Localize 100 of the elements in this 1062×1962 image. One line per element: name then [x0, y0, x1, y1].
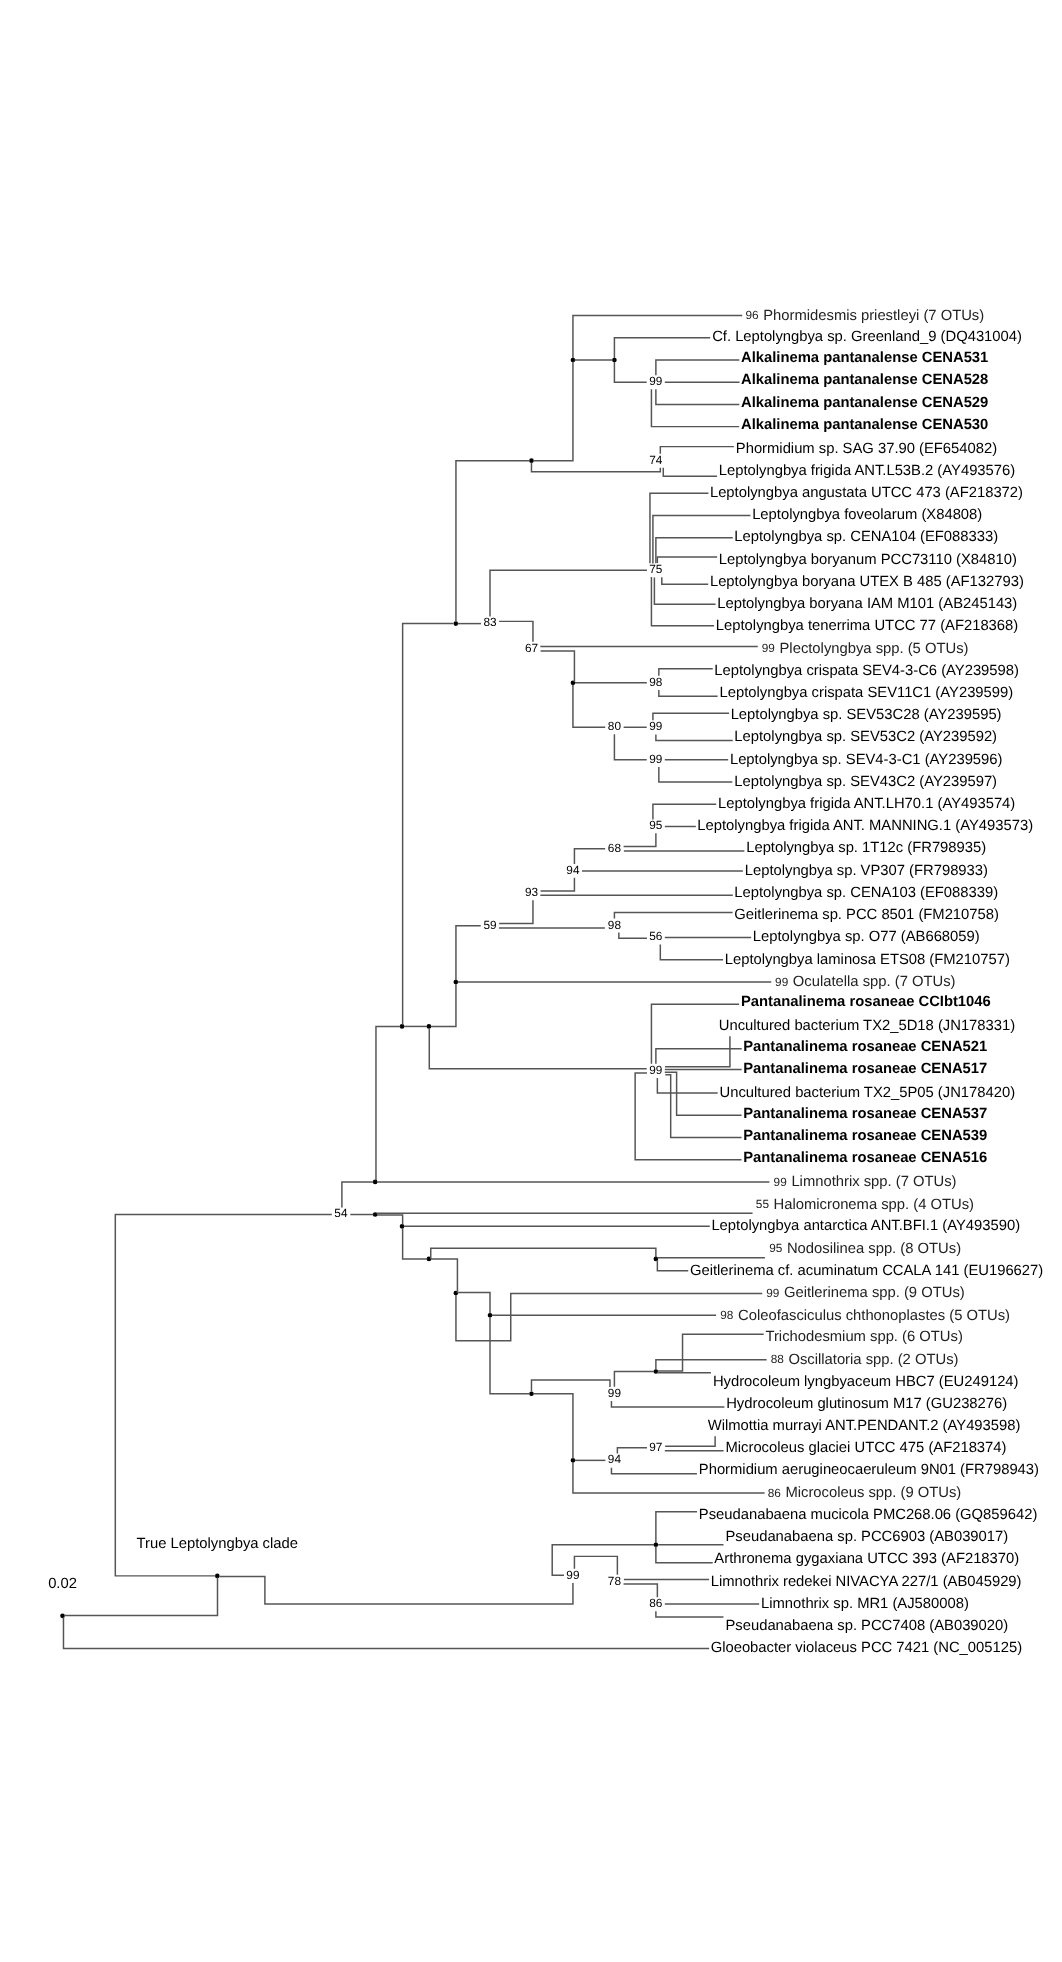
node-point: [570, 679, 576, 685]
node-text: Pantanalinema rosaneae CENA537: [743, 1102, 988, 1121]
node-text: Hydrocoleum glutinosum M17 (GU238276): [726, 1392, 1008, 1411]
node-text: Leptolyngbya crispata SEV11C1 (AY239599): [719, 681, 1014, 700]
node-text: Leptolyngbya laminosa ETS08 (FM210757): [724, 948, 1010, 967]
connector: [532, 1392, 574, 1459]
connector: [498, 898, 534, 924]
node-text: Leptolyngbya sp. O77 (AB668059): [752, 926, 980, 945]
node-text: Geitlerinema spp. (9 OTUs): [783, 1282, 965, 1301]
node-point: [399, 1223, 405, 1228]
node-text: Halomicronema spp. (4 OTUs): [773, 1193, 975, 1212]
connector: [623, 849, 746, 851]
node-text: Pseudanabaena mucicola PMC268.06 (GQ859642): [698, 1503, 1038, 1522]
connector: [653, 575, 717, 605]
node-point: [570, 1457, 576, 1462]
node-text: Phormidesmis priestleyi (7 OTUs): [763, 304, 985, 323]
node-text: Trichodesmium spp. (6 OTUs): [765, 1326, 963, 1345]
connector: [572, 683, 606, 727]
connector: [664, 1070, 743, 1116]
node-text: Cf. Leptolyngbya sp. Greenland_9 (DQ431004): [712, 326, 1022, 345]
connector: [634, 1071, 743, 1160]
node-point: [612, 356, 617, 362]
connector: [657, 1543, 725, 1545]
connector: [63, 1575, 219, 1616]
connector: [401, 621, 455, 1025]
connector: [375, 1211, 754, 1214]
node-text: Uncultured bacterium TX2_5D18 (JN178331): [718, 1015, 1016, 1034]
connector: [375, 1024, 402, 1180]
connector: [498, 926, 606, 928]
connector: [658, 765, 734, 782]
node-text: Limnothrix sp. MR1 (AJ580008): [761, 1592, 969, 1611]
node-text: Leptolyngbya sp. SEV53C2 (AY239592): [734, 726, 998, 745]
connector: [539, 875, 576, 891]
connector: [656, 1332, 765, 1371]
node-point: [529, 457, 534, 463]
connector: [573, 846, 606, 864]
node-point: [372, 1178, 378, 1184]
node-text: Leptolyngbya angustata UTCC 473 (AF218372): [709, 481, 1024, 500]
node-text: Geitlerinema sp. PCC 8501 (FM210758): [734, 904, 999, 923]
connector: [655, 535, 734, 564]
connector: [376, 1180, 771, 1182]
node-text: Pantanalinema rosaneae CENA517: [743, 1058, 988, 1077]
node-text: Leptolyngbya sp. SEV43C2 (AY239597): [734, 770, 998, 789]
connector: [114, 1212, 333, 1576]
node-point: [453, 1289, 459, 1295]
node-text: Leptolyngbya sp. SEV4-3-C1 (AY239596): [729, 748, 1003, 767]
connector: [613, 1369, 655, 1387]
node-point: [653, 1255, 659, 1261]
connector: [655, 1609, 725, 1617]
connector: [664, 1449, 725, 1451]
node-text: Pantanalinema rosaneae CENA539: [743, 1124, 988, 1143]
connector: [349, 1212, 374, 1215]
node-text: Leptolyngbya frigida ANT. MANNING.1 (AY493573): [697, 815, 1034, 834]
connector: [664, 758, 729, 760]
connector: [652, 513, 752, 564]
connector: [652, 711, 730, 720]
connector: [664, 1067, 743, 1070]
connector: [655, 1046, 743, 1064]
connector: [664, 380, 741, 382]
connector: [655, 1510, 698, 1543]
connector: [539, 649, 576, 682]
node-text: Alkalinema pantanalense CENA528: [741, 369, 989, 388]
node-text: Pseudanabaena sp. PCC6903 (AB039017): [725, 1526, 1009, 1545]
connector: [664, 824, 697, 827]
connector: [664, 1073, 743, 1138]
node-text: Leptolyngbya sp. CENA104 (EF088333): [734, 526, 999, 545]
connector: [664, 1602, 760, 1604]
connector: [429, 982, 457, 1027]
connector: [530, 460, 662, 472]
node-text: Leptolyngbya sp. VP307 (FR798933): [744, 859, 988, 878]
node-point: [453, 620, 459, 625]
connector: [618, 930, 648, 939]
node-point: [653, 1541, 659, 1547]
node-text: Plectolyngbya spp. (5 OTUs): [779, 638, 969, 657]
connector: [539, 644, 759, 647]
node-point: [453, 978, 459, 984]
connector: [650, 1002, 740, 1064]
connector: [498, 619, 534, 642]
node-text: Geitlerinema cf. acuminatum CCALA 141 (EU196627): [689, 1259, 1044, 1278]
connector: [656, 1076, 719, 1093]
connector: [572, 313, 743, 358]
connector: [659, 444, 735, 454]
label: 0.02: [48, 1573, 77, 1592]
node-text: Coleofasciculus chthonoplastes (5 OTUs): [738, 1304, 1011, 1323]
node-point: [529, 1390, 534, 1396]
connector: [655, 732, 734, 741]
node-text: Alkalinema pantanalense CENA530: [741, 413, 989, 432]
node-text: Microcoleus spp. (9 OTUs): [785, 1482, 962, 1501]
connector: [218, 1574, 574, 1604]
connector: [62, 1615, 710, 1649]
connector: [649, 491, 710, 563]
connector: [650, 575, 715, 626]
connector: [574, 1458, 607, 1461]
node-point: [399, 1023, 405, 1028]
connector: [402, 1224, 711, 1227]
node-text: Phormidium aerugineocaeruleum 9N01 (FR798943): [698, 1459, 1039, 1478]
node-point: [372, 1211, 378, 1216]
connector: [659, 942, 724, 960]
node-text: Leptolyngbya crispata SEV4-3-C6 (AY239598): [714, 659, 1019, 678]
connector: [376, 1213, 404, 1225]
